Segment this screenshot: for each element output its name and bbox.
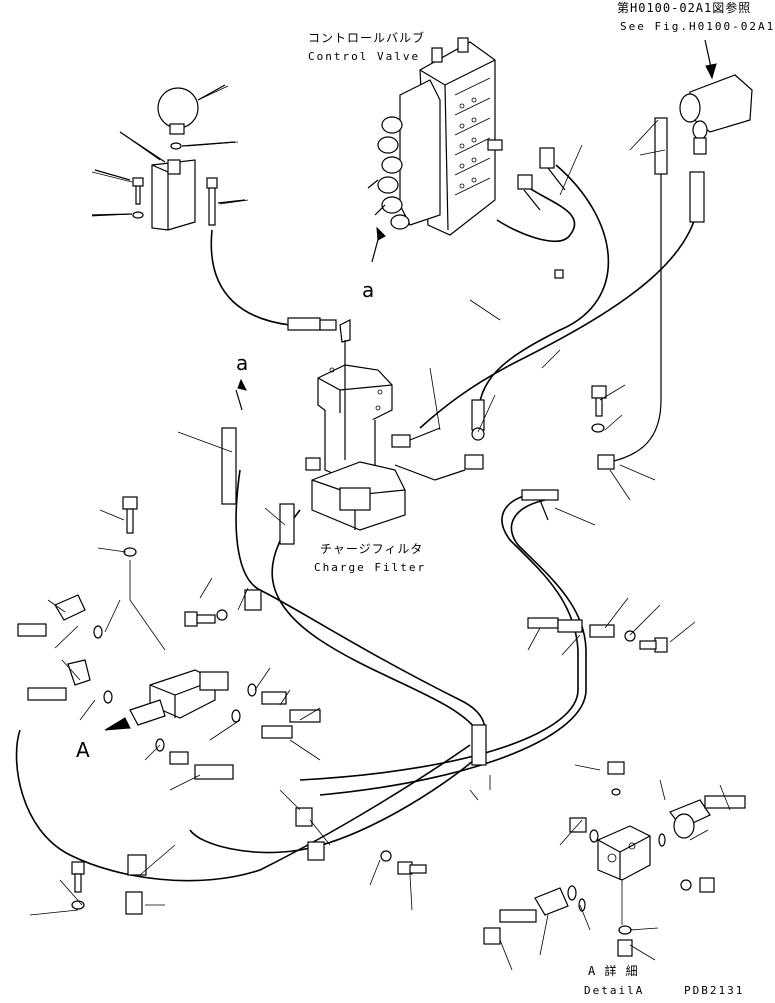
accumulator-bracket bbox=[91, 131, 246, 231]
drawing-code: PDB2131 bbox=[684, 984, 744, 997]
charge-filter-label-jp: チャージフィルタ bbox=[320, 542, 423, 556]
reference-fitting bbox=[679, 39, 753, 155]
clamps bbox=[127, 269, 615, 876]
charge-filter bbox=[305, 364, 484, 531]
detail-a-marker: A bbox=[76, 738, 90, 762]
detail-a-label-jp: A 詳 細 bbox=[588, 963, 639, 978]
leader-lines bbox=[29, 85, 731, 971]
manifold-block bbox=[17, 594, 321, 780]
reference-label-jp: 第H0100-02A1図参照 bbox=[617, 0, 751, 15]
accumulator bbox=[157, 84, 236, 150]
reference-label-en: See Fig.H0100-02A1 bbox=[620, 20, 775, 33]
bolts bbox=[71, 385, 668, 915]
charge-filter-label-en: Charge Filter bbox=[314, 561, 426, 574]
view-a-arrow-label: a bbox=[236, 351, 248, 375]
control-valve-label-jp: コントロールバルブ bbox=[308, 30, 425, 45]
detail-a-label-en: DetailA bbox=[584, 984, 644, 997]
hose-routing bbox=[15, 117, 705, 882]
view-a-label: a bbox=[362, 278, 374, 302]
detail-a-manifold bbox=[483, 761, 746, 957]
control-valve-label-en: Control Valve bbox=[308, 50, 420, 63]
control-valve bbox=[367, 37, 503, 263]
